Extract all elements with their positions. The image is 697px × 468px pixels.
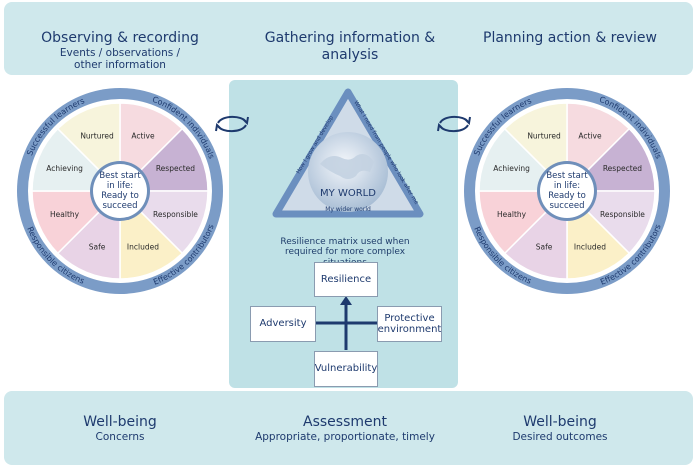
observing-heading: Observing & recording Events / observati… — [20, 30, 220, 72]
my-world-title: MY WORLD — [320, 188, 376, 199]
vulnerability-box: Vulnerability — [314, 351, 378, 387]
assessment-title: Assessment — [303, 414, 387, 430]
wheel-segment-label: Respected — [603, 164, 642, 173]
wheel-center-label: succeed — [102, 201, 137, 211]
wheel-segment-label: Healthy — [50, 210, 80, 219]
wheel-segment-label: Achieving — [46, 164, 83, 173]
wheel-center-label: Best start — [99, 171, 141, 181]
cycle-arrows-left — [215, 115, 249, 133]
planning-title: Planning action & review — [483, 30, 657, 46]
wheel-center-label: Best start — [546, 171, 588, 181]
wheel-segment-label: Healthy — [497, 210, 527, 219]
assessment-heading: Assessment Appropriate, proportionate, t… — [230, 414, 460, 443]
wheel-segment-label: Active — [578, 132, 602, 141]
wheel-center-label: in life: — [107, 181, 133, 191]
wheel-center-label: Ready to — [101, 191, 139, 201]
gathering-heading: Gathering information & analysis — [255, 30, 445, 64]
resilience-box: Resilience — [314, 262, 378, 297]
wheel-segment-label: Nurtured — [80, 132, 114, 141]
wheel-segment-label: Responsible — [153, 210, 198, 219]
wellbeing-concerns-heading: Well-being Concerns — [40, 414, 200, 443]
assessment-subtitle: Appropriate, proportionate, timely — [255, 430, 435, 443]
wellbeing-right-subtitle: Desired outcomes — [512, 430, 608, 443]
wheel-segment-label: Respected — [156, 164, 195, 173]
planning-heading: Planning action & review — [470, 30, 670, 47]
top-band — [4, 2, 693, 75]
wheel-segment-label: Included — [127, 242, 159, 251]
wheel-segment-label: Safe — [89, 242, 106, 251]
my-world-triangle: MY WORLD My wider world How I grow and d… — [272, 88, 424, 218]
protective-environment-box: Protective environment — [377, 306, 442, 342]
wheel-center-label: succeed — [549, 201, 584, 211]
cycle-arrows-right — [437, 115, 471, 133]
wheel-segment-label: Active — [131, 132, 155, 141]
wellbeing-right-title: Well-being — [523, 414, 597, 430]
wheel-segment-label: Included — [574, 242, 606, 251]
wellbeing-left-subtitle: Concerns — [95, 430, 145, 443]
wheel-segment-label: Achieving — [493, 164, 530, 173]
gathering-title: Gathering information & analysis — [264, 30, 436, 63]
wellbeing-left-title: Well-being — [83, 414, 157, 430]
wheel-center-label: Ready to — [548, 191, 586, 201]
wellbeing-outcomes-heading: Well-being Desired outcomes — [480, 414, 640, 443]
wheel-segment-label: Responsible — [600, 210, 645, 219]
observing-title: Observing & recording — [41, 30, 199, 46]
wheel-center-label: in life: — [554, 181, 580, 191]
observing-subtitle: Events / observations / other informatio… — [59, 46, 181, 72]
wheel-segment-label: Safe — [536, 242, 553, 251]
bottom-band — [4, 391, 693, 465]
my-world-bottom-label: My wider world — [325, 206, 371, 213]
wheel-segment-label: Nurtured — [527, 132, 561, 141]
adversity-box: Adversity — [250, 306, 316, 342]
